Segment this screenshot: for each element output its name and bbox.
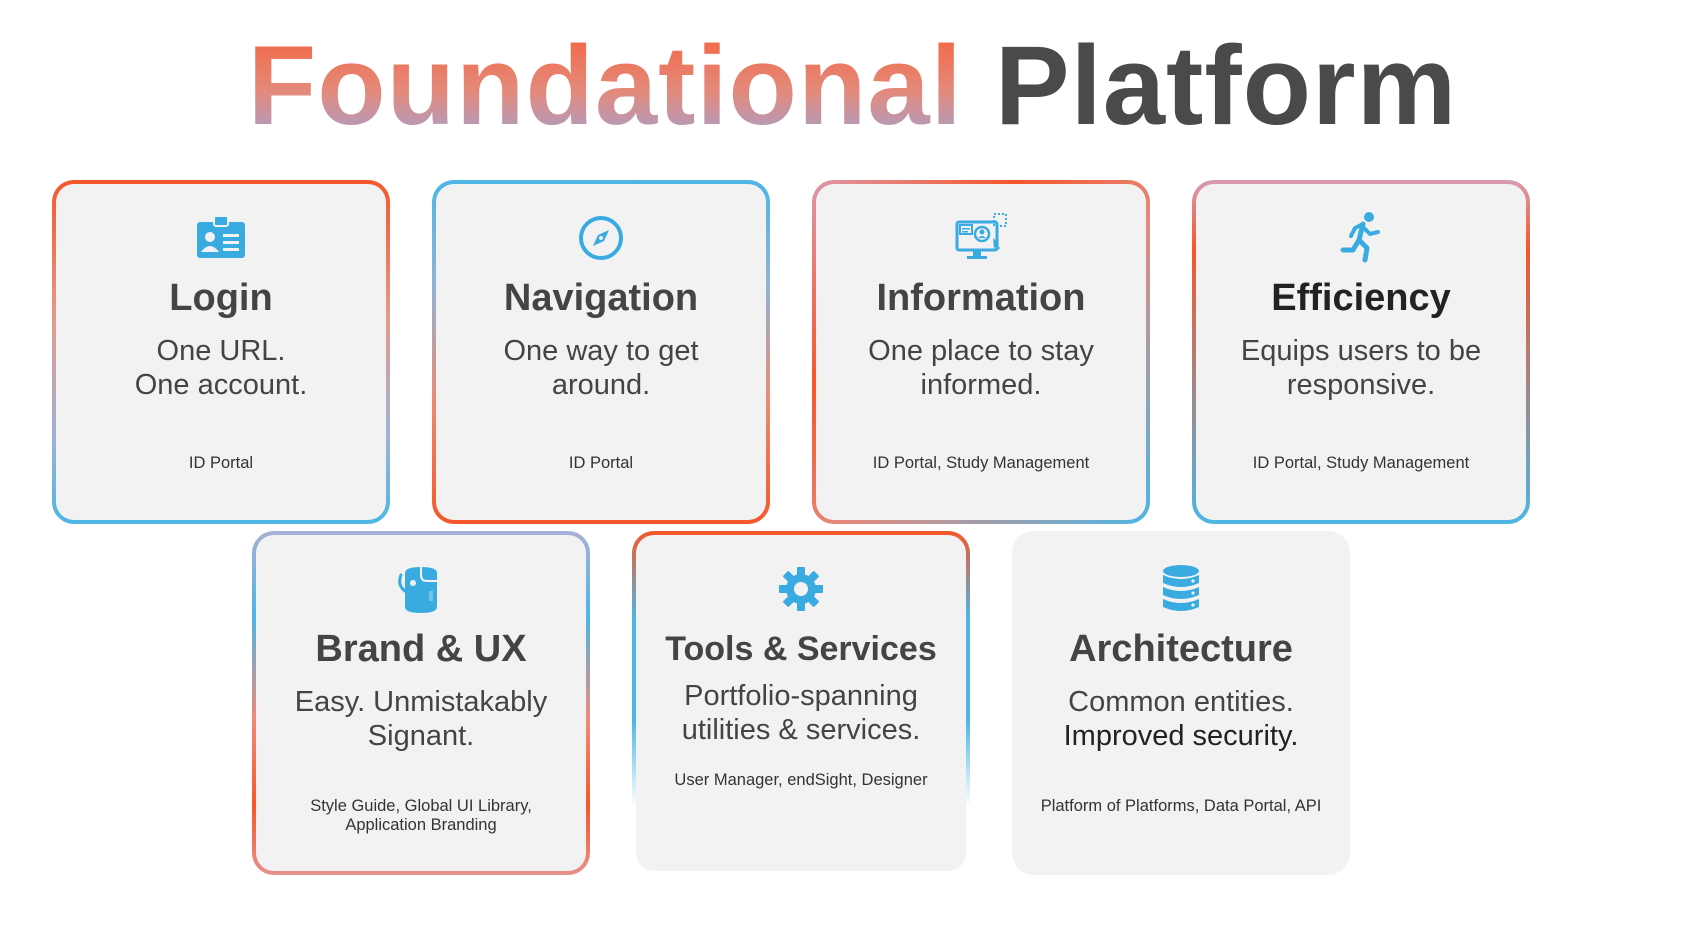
paint-bucket-icon	[393, 561, 449, 617]
card-products: ID Portal	[188, 454, 254, 472]
card-title: Architecture	[1069, 628, 1293, 670]
card-title: Navigation	[503, 277, 699, 319]
title-highlight: Foundational	[247, 23, 963, 148]
database-icon	[1153, 561, 1209, 617]
card-title: Brand & UX	[315, 628, 527, 670]
title-rest: Platform	[994, 23, 1458, 148]
card-description: Common entities. Improved security.	[1063, 686, 1299, 752]
card-description: Portfolio-spanning utilities & services.	[681, 680, 921, 746]
card-tools-services: Tools & Services Portfolio-spanning util…	[632, 531, 970, 875]
card-description: Easy. Unmistakably Signant.	[294, 686, 548, 752]
card-products: User Manager, endSight, Designer	[674, 771, 928, 789]
card-products: Platform of Platforms, Data Portal, API	[1040, 797, 1322, 815]
compass-icon	[573, 210, 629, 266]
card-description: One way to get around.	[503, 335, 699, 401]
card-title: Information	[876, 277, 1086, 319]
gear-icon	[773, 561, 829, 617]
monitor-user-icon	[953, 210, 1009, 266]
card-navigation: Navigation One way to get around. ID Por…	[432, 180, 770, 524]
card-description: Equips users to be responsive.	[1240, 335, 1482, 401]
page-title: Foundational Platform	[0, 22, 1705, 150]
card-products: ID Portal, Study Management	[1252, 454, 1470, 472]
card-products: Style Guide, Global UI Library, Applicat…	[310, 797, 532, 834]
running-person-icon	[1333, 210, 1389, 266]
card-description: One URL. One account.	[134, 335, 308, 401]
card-architecture: Architecture Common entities. Improved s…	[1012, 531, 1350, 875]
card-brand-ux: Brand & UX Easy. Unmistakably Signant. S…	[252, 531, 590, 875]
card-products: ID Portal, Study Management	[872, 454, 1090, 472]
card-title: Login	[169, 277, 273, 319]
card-title: Tools & Services	[665, 630, 937, 668]
card-title: Efficiency	[1271, 277, 1451, 319]
id-badge-icon	[193, 210, 249, 266]
card-efficiency: Efficiency Equips users to be responsive…	[1192, 180, 1530, 524]
card-products: ID Portal	[568, 454, 634, 472]
card-description: One place to stay informed.	[868, 335, 1094, 401]
card-information: Information One place to stay informed. …	[812, 180, 1150, 524]
card-login: Login One URL. One account. ID Portal	[52, 180, 390, 524]
